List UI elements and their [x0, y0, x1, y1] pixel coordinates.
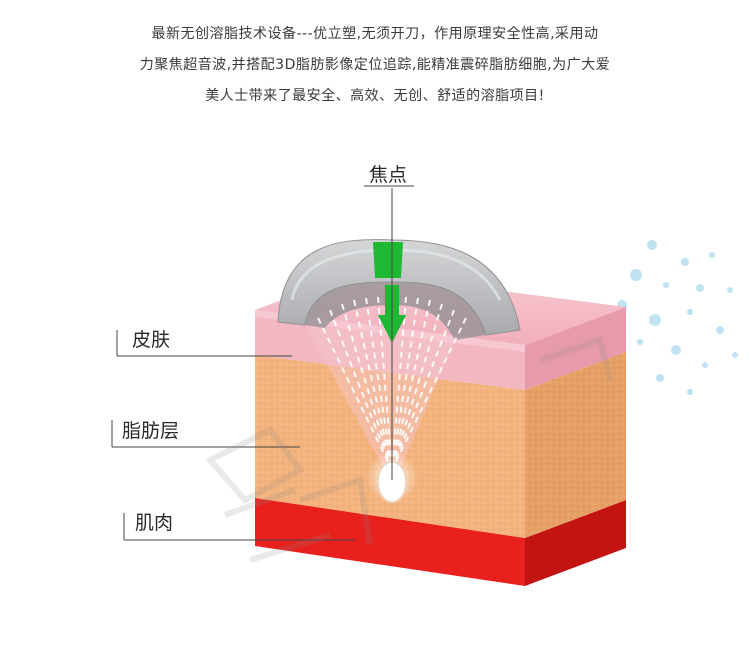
skin-layer	[255, 310, 525, 390]
label-skin: 皮肤	[132, 329, 171, 351]
label-focus: 焦点	[369, 164, 408, 186]
intro-line-3: 美人士带来了最安全、高效、无创、舒适的溶脂项目!	[205, 88, 545, 104]
focus-indicator	[373, 242, 403, 278]
intro-line-2: 力聚焦超音波,并搭配3D脂肪影像定位追踪,能精准震碎脂肪细胞,为广大爱	[139, 57, 611, 73]
label-muscle: 肌肉	[135, 512, 174, 534]
label-fat-layer: 脂肪层	[122, 420, 180, 442]
intro-text: 最新无创溶脂技术设备---优立塑,无须开刀，作用原理安全性高,采用动 力聚焦超音…	[0, 19, 750, 112]
fat-side	[525, 352, 626, 538]
skin-side	[525, 307, 626, 390]
ultrasound-waves	[317, 296, 467, 471]
decorative-dots	[617, 240, 738, 395]
muscle-layer	[255, 498, 525, 586]
intro-line-1: 最新无创溶脂技术设备---优立塑,无须开刀，作用原理安全性高,采用动	[151, 26, 599, 42]
fat-layer	[255, 355, 525, 538]
label-leaders	[111, 330, 355, 541]
muscle-side	[525, 500, 626, 586]
watermark-logo	[205, 336, 613, 563]
